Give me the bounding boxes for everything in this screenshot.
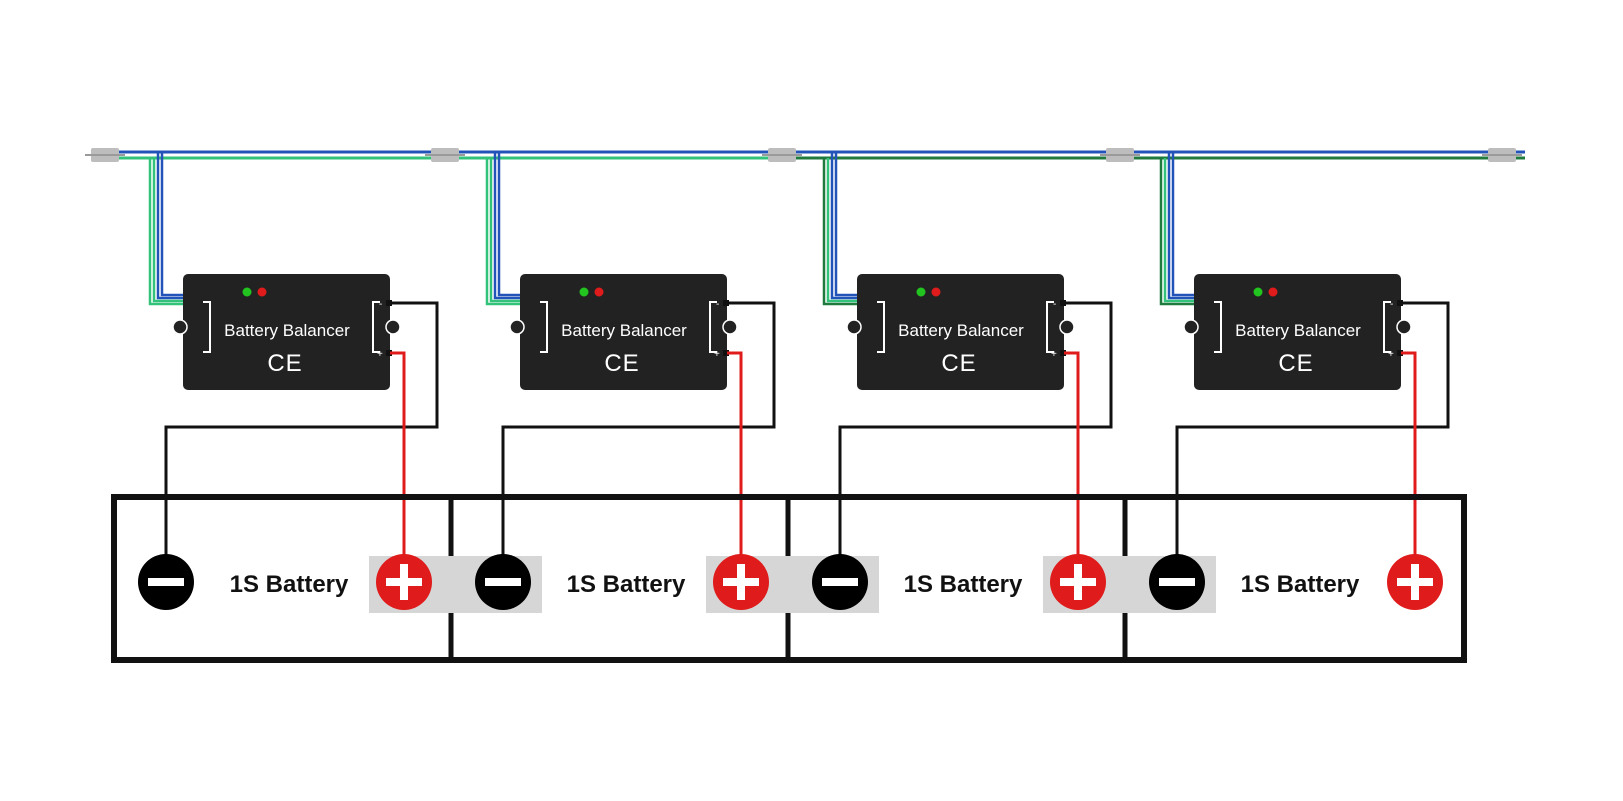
connector-bracket-right [1383, 301, 1391, 353]
balance-lead-wire [148, 158, 183, 306]
plus-sign-v-icon [1074, 564, 1082, 600]
ce-mark: CE [604, 350, 639, 377]
ce-mark: CE [941, 350, 976, 377]
terminal-pos-pin [386, 350, 392, 356]
led-green-icon [579, 287, 589, 297]
led-red-icon [594, 287, 604, 297]
pin-minus-label: - [1390, 299, 1393, 310]
terminal-neg-pin [386, 300, 392, 306]
minus-sign-icon [822, 578, 858, 586]
balancer-module [520, 274, 727, 390]
balance-lead-wire [1167, 152, 1194, 300]
connector-bracket-left [540, 301, 548, 353]
balance-lead-wire [830, 152, 857, 300]
battery-cell-3: 1S Battery [812, 554, 1106, 610]
balancer-module [1194, 274, 1401, 390]
terminal-neg-pin [723, 300, 729, 306]
minus-sign-icon [485, 578, 521, 586]
mount-hole-left [509, 319, 525, 335]
mount-hole-left [1183, 319, 1199, 335]
positive-wire [390, 351, 406, 582]
connector-bracket-right [372, 301, 380, 353]
pin-plus-label: + [1051, 349, 1057, 360]
battery-label: 1S Battery [1241, 571, 1360, 598]
positive-wire [1064, 351, 1080, 582]
balance-lead-wire [160, 152, 183, 297]
pin-plus-label: + [377, 349, 383, 360]
battery-cell-2: 1S Battery [475, 554, 769, 610]
terminal-neg-pin [1060, 300, 1066, 306]
battery-cell-4: 1S Battery [1149, 554, 1443, 610]
terminal-pos-pin [1060, 350, 1066, 356]
balancer-module [857, 274, 1064, 390]
led-green-icon [242, 287, 252, 297]
pin-plus-label: + [1388, 349, 1394, 360]
balancer-label: Battery Balancer [224, 321, 350, 340]
balance-lead-wire [493, 152, 520, 300]
balance-lead-wire [822, 158, 857, 306]
mount-hole-right [1396, 319, 1412, 335]
mount-hole-right [722, 319, 738, 335]
balancer-label: Battery Balancer [561, 321, 687, 340]
ce-mark: CE [267, 350, 302, 377]
mount-hole-right [1059, 319, 1075, 335]
terminal-pos-pin [723, 350, 729, 356]
terminal-neg-pin [1397, 300, 1403, 306]
ce-mark: CE [1278, 350, 1313, 377]
mount-hole-left [846, 319, 862, 335]
balancer-label: Battery Balancer [898, 321, 1024, 340]
led-green-icon [1253, 287, 1263, 297]
balance-lead-wire [497, 152, 520, 297]
balance-lead-wire [156, 152, 183, 300]
led-red-icon [1268, 287, 1278, 297]
connector-bracket-left [203, 301, 211, 353]
positive-wire [1401, 351, 1417, 582]
plus-sign-v-icon [737, 564, 745, 600]
pin-plus-label: + [714, 349, 720, 360]
plus-sign-v-icon [400, 564, 408, 600]
pin-minus-label: - [379, 299, 382, 310]
led-green-icon [916, 287, 926, 297]
battery-label: 1S Battery [567, 571, 686, 598]
pin-minus-label: - [1053, 299, 1056, 310]
balance-lead-wire [1159, 158, 1194, 306]
minus-sign-icon [148, 578, 184, 586]
connector-bracket-left [877, 301, 885, 353]
balance-lead-wire [485, 158, 520, 306]
mount-hole-left [172, 319, 188, 335]
battery-label: 1S Battery [230, 571, 349, 598]
pin-minus-label: - [716, 299, 719, 310]
negative-wire [1175, 301, 1450, 582]
balance-lead-wire [1163, 158, 1194, 303]
terminal-pos-pin [1397, 350, 1403, 356]
balance-lead-wire [1171, 152, 1194, 297]
led-red-icon [257, 287, 267, 297]
connector-bracket-left [1214, 301, 1222, 353]
balance-lead-wire [152, 158, 183, 303]
connector-bracket-right [1046, 301, 1054, 353]
battery-cell-1: 1S Battery [138, 554, 432, 610]
positive-wire [727, 351, 743, 582]
mount-hole-right [385, 319, 401, 335]
plus-sign-v-icon [1411, 564, 1419, 600]
minus-sign-icon [1159, 578, 1195, 586]
battery-label: 1S Battery [904, 571, 1023, 598]
balance-lead-wire [834, 152, 857, 297]
led-red-icon [931, 287, 941, 297]
balance-bus [85, 148, 1525, 162]
balancer-label: Battery Balancer [1235, 321, 1361, 340]
negative-wire [501, 301, 776, 582]
negative-wire [164, 301, 439, 582]
balancer-module [183, 274, 390, 390]
balance-lead-wire [826, 158, 857, 303]
negative-wire [838, 301, 1113, 582]
connector-bracket-right [709, 301, 717, 353]
balance-lead-wire [489, 158, 520, 303]
